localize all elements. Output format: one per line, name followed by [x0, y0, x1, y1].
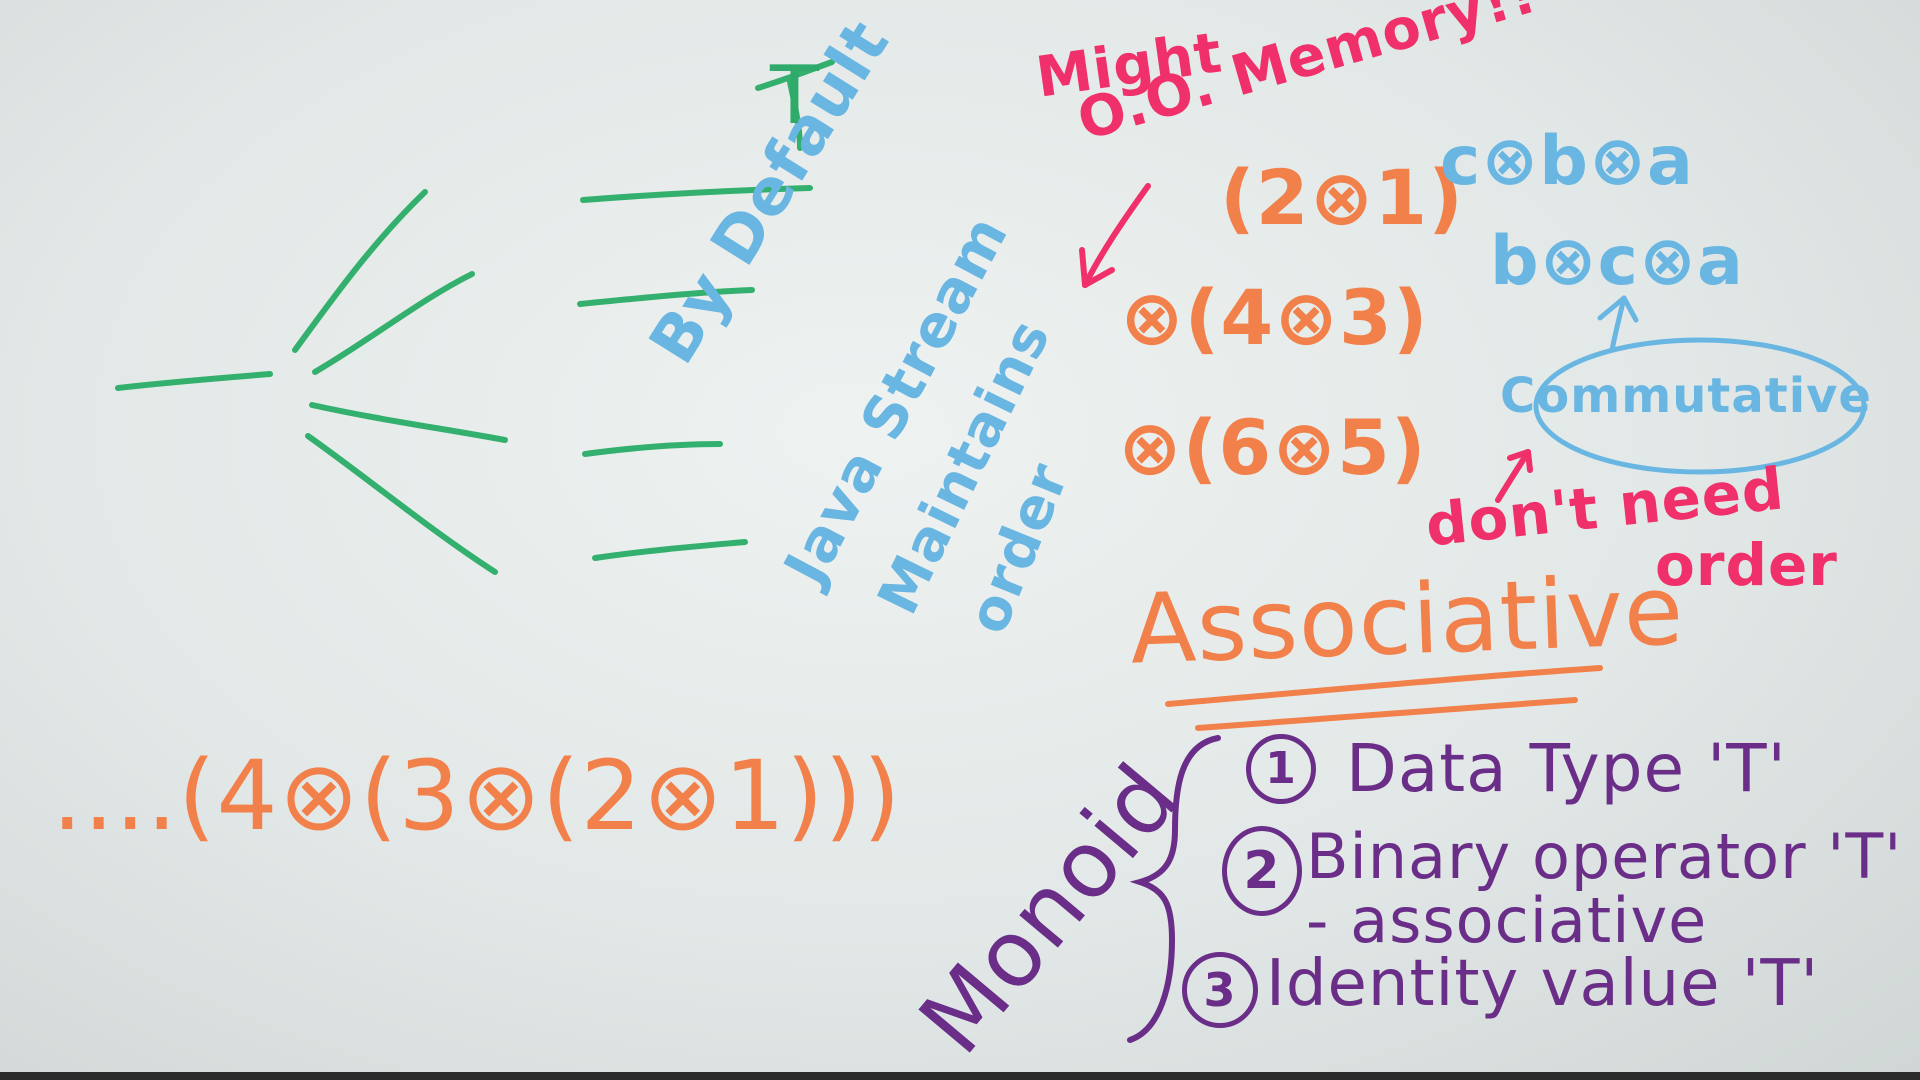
no-order-line2: order: [1655, 531, 1838, 599]
monoid-item-3-number: 3: [1182, 952, 1258, 1028]
grouping-row2: ⊗(4⊗3): [1120, 273, 1429, 362]
monoid-item-2-text: Binary operator 'T': [1306, 820, 1903, 893]
tree-root-glyph: T: [770, 49, 820, 142]
commutative-ellipse: [1533, 337, 1867, 475]
commutative-arrow-blue: [1609, 295, 1627, 353]
tree-branch-1: [292, 189, 428, 353]
monoid-item-2-number: 2: [1222, 826, 1302, 916]
tree-leaf-2: [577, 287, 755, 307]
tree-branch-2: [312, 271, 475, 375]
tree-leaf-1: [580, 185, 813, 203]
tree-leaf-4: [592, 539, 748, 561]
monoid-item-3-text: Identity value 'T': [1266, 947, 1820, 1021]
tree-leaf-3: [582, 441, 723, 457]
tree-top-stroke: [755, 59, 835, 91]
monoid-item-1-number: 1: [1246, 734, 1316, 804]
grouping-row1: (2⊗1): [1220, 153, 1464, 242]
monoid-item-1-text: Data Type 'T': [1346, 730, 1787, 807]
grouping-row3: ⊗(6⊗5): [1118, 403, 1427, 492]
associative-title: Associative: [1128, 554, 1686, 686]
monoid-brace: [1127, 735, 1221, 1043]
tree-top-stem: [787, 79, 803, 151]
tree-branch-3: [309, 402, 508, 443]
commutative-label: Commutative: [1500, 368, 1872, 424]
reorder-row2: b⊗c⊗a: [1490, 222, 1744, 301]
frame-bottom-edge: [0, 1072, 1920, 1080]
memory-arrow: [1082, 183, 1151, 288]
associative-underline-2: [1195, 697, 1578, 731]
tree-branch-4: [305, 433, 498, 575]
fold-expression: ....(4⊗(3⊗(2⊗1))): [52, 740, 902, 852]
reorder-row1: c⊗b⊗a: [1440, 122, 1694, 201]
monoid-item-2-sub: - associative: [1306, 884, 1708, 957]
tree-root-stroke: [115, 371, 273, 391]
associative-underline-1: [1165, 665, 1603, 707]
